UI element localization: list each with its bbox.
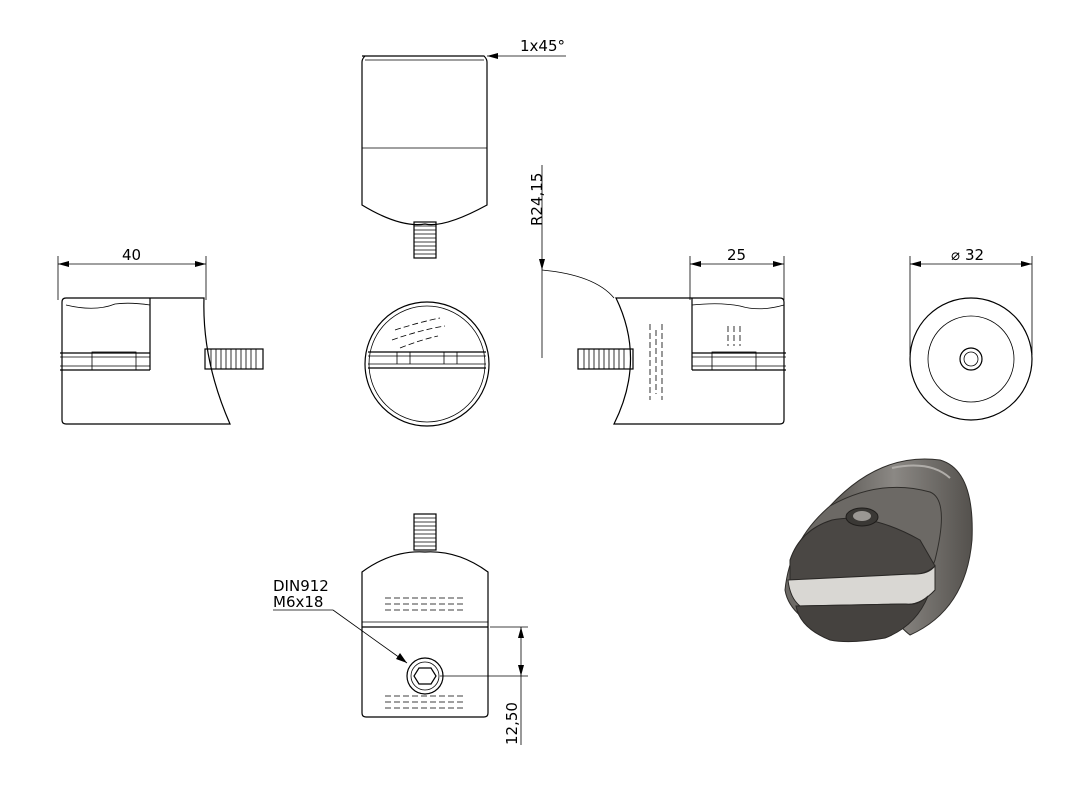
right-side-view: R24,15 25 [528, 165, 786, 425]
end-circle-view: ⌀ 32 [909, 246, 1033, 421]
dimension-40-label: 40 [122, 246, 141, 264]
chamfer-label: 1x45° [520, 37, 565, 55]
front-circle-view [364, 301, 490, 427]
diameter-label: 32 [965, 246, 984, 264]
screw-head [406, 657, 444, 695]
right-view-thread [577, 348, 634, 370]
screw-standard-label: DIN912 [273, 577, 329, 595]
isometric-render [784, 458, 973, 643]
radius-label: R24,15 [528, 173, 546, 226]
left-side-view: 40 [57, 246, 264, 425]
bottom-view-thread [413, 513, 437, 551]
dimension-25-label: 25 [727, 246, 746, 264]
diameter-symbol: ⌀ [951, 246, 960, 264]
top-view: 1x45° [361, 37, 566, 259]
left-view-thread [204, 348, 264, 370]
dimension-12-50-label: 12,50 [503, 702, 521, 745]
bottom-view: DIN912 M6x18 12,50 [273, 513, 528, 745]
top-view-thread [413, 221, 437, 259]
screw-size-label: M6x18 [273, 593, 323, 611]
